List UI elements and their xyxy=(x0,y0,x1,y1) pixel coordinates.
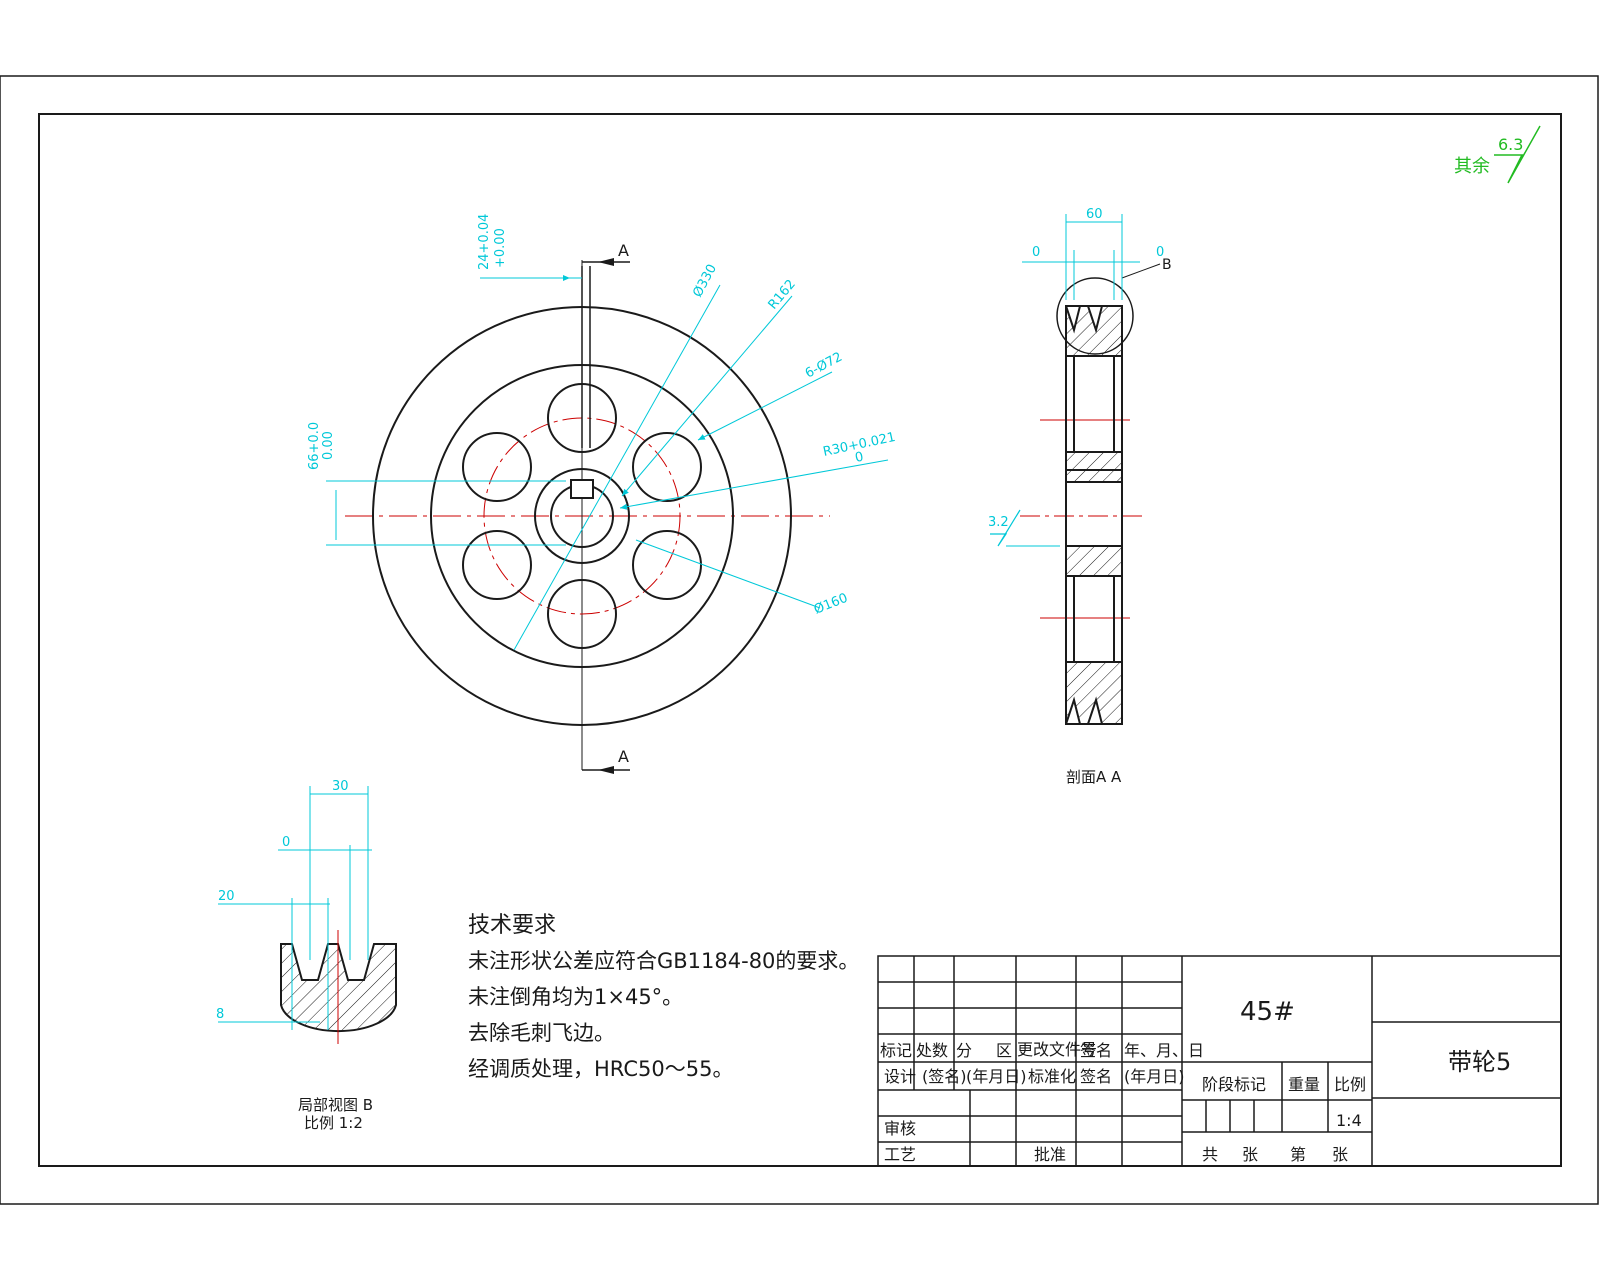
dim-detail-top: 0 xyxy=(282,835,290,850)
dim-section-right: 0 xyxy=(1156,245,1164,260)
tech-requirements: 技术要求 未注形状公差应符合GB1184-80的要求。 未注倒角均为1×45°。… xyxy=(468,913,859,1081)
tb-process: 工艺 xyxy=(884,1145,916,1164)
dim-keyway-width-tol: +0.00 xyxy=(493,228,508,268)
tb-approve: 批准 xyxy=(1034,1145,1066,1164)
detail-scale: 比例 1:2 xyxy=(304,1114,363,1132)
dim-hole-circle: Ø160 xyxy=(812,591,850,618)
web-hole xyxy=(462,432,532,502)
tb-rev: 年、月、日 xyxy=(1124,1041,1204,1060)
tb-rev: 区 xyxy=(996,1041,1012,1060)
tb-rev: 处数 xyxy=(916,1041,948,1060)
dim-detail-mid: 20 xyxy=(218,889,235,904)
tb-weight: 重量 xyxy=(1288,1075,1320,1094)
tech-title: 技术要求 xyxy=(468,913,556,938)
tb-design: (年月日) xyxy=(966,1067,1027,1086)
tb-scale: 比例 xyxy=(1334,1075,1366,1094)
tb-rev: 标记 xyxy=(880,1041,912,1060)
section-mark-top: A xyxy=(618,241,629,260)
roughness-section: 3.2 xyxy=(988,515,1009,530)
roughness-prefix: 其余 xyxy=(1454,156,1490,177)
dim-key-depth: 66+0.0 xyxy=(307,422,322,470)
tb-design: (年月日) xyxy=(1124,1067,1185,1086)
tb-rev: 签名 xyxy=(1080,1041,1112,1060)
dim-section-width: 60 xyxy=(1086,207,1103,222)
dim-keyway-width: 24+0.04 xyxy=(477,214,492,270)
tb-sheet: 第 xyxy=(1290,1145,1306,1164)
tb-rev: 更改文件号 xyxy=(1017,1040,1097,1059)
detail-mark: B xyxy=(1162,257,1172,273)
web-hole xyxy=(547,579,617,649)
tb-design: 签名 xyxy=(1080,1067,1112,1086)
dim-key-depth-tol: 0.00 xyxy=(321,431,336,460)
tb-material: 45# xyxy=(1240,997,1295,1027)
tb-design: 标准化 xyxy=(1028,1067,1076,1086)
tech-item: 未注倒角均为1×45°。 xyxy=(468,985,683,1009)
dim-bore-tol: 0 xyxy=(854,450,865,466)
detail-circle xyxy=(1056,277,1134,355)
section-mark-bottom: A xyxy=(618,747,629,766)
section-view: B 60 0 0 3.2 剖面A A xyxy=(988,207,1172,786)
tb-sheet: 共 xyxy=(1202,1145,1218,1164)
hub xyxy=(534,468,630,564)
front-view: A A 24+0.04 +0.00 Ø330 R162 6-Ø72 R30+0.… xyxy=(307,214,897,774)
detail-view: 30 0 20 8 局部视图 B 比例 1:2 xyxy=(216,779,397,1132)
tb-sheet: 张 xyxy=(1242,1145,1258,1164)
tb-design: (签名) xyxy=(922,1067,967,1086)
tb-design: 设计 xyxy=(884,1067,916,1086)
web-hole xyxy=(462,530,532,600)
title-block: 标记 处数 分 区 更改文件号 签名 年、月、日 设计 (签名) (年月日) 标… xyxy=(877,955,1562,1167)
section-label: 剖面A A xyxy=(1066,768,1122,786)
tb-review: 审核 xyxy=(884,1119,916,1138)
dim-detail-bottom: 8 xyxy=(216,1007,224,1022)
web-hole xyxy=(632,432,702,502)
roughness-symbol: 其余 6.3 xyxy=(1454,125,1541,184)
tb-scale-value: 1:4 xyxy=(1336,1111,1362,1130)
tb-rev: 分 xyxy=(956,1041,972,1060)
dim-outer-diameter: Ø330 xyxy=(690,262,720,300)
web-hole xyxy=(632,530,702,600)
inner-frame xyxy=(38,113,1562,1167)
tech-item: 去除毛刺飞边。 xyxy=(468,1021,615,1045)
keyway xyxy=(570,479,594,499)
tb-sheet: 张 xyxy=(1332,1145,1348,1164)
tb-part-name: 带轮5 xyxy=(1448,1048,1511,1076)
detail-label: 局部视图 B xyxy=(298,1096,373,1114)
dim-holes: 6-Ø72 xyxy=(803,350,845,382)
dim-section-left: 0 xyxy=(1032,245,1040,260)
tech-item: 经调质处理，HRC50～55。 xyxy=(468,1057,733,1081)
roughness-value: 6.3 xyxy=(1498,135,1523,154)
outer-frame xyxy=(0,75,1599,1205)
dim-detail-width: 30 xyxy=(332,779,349,794)
tb-stage-mark: 阶段标记 xyxy=(1202,1075,1266,1094)
tech-item: 未注形状公差应符合GB1184-80的要求。 xyxy=(468,949,859,973)
